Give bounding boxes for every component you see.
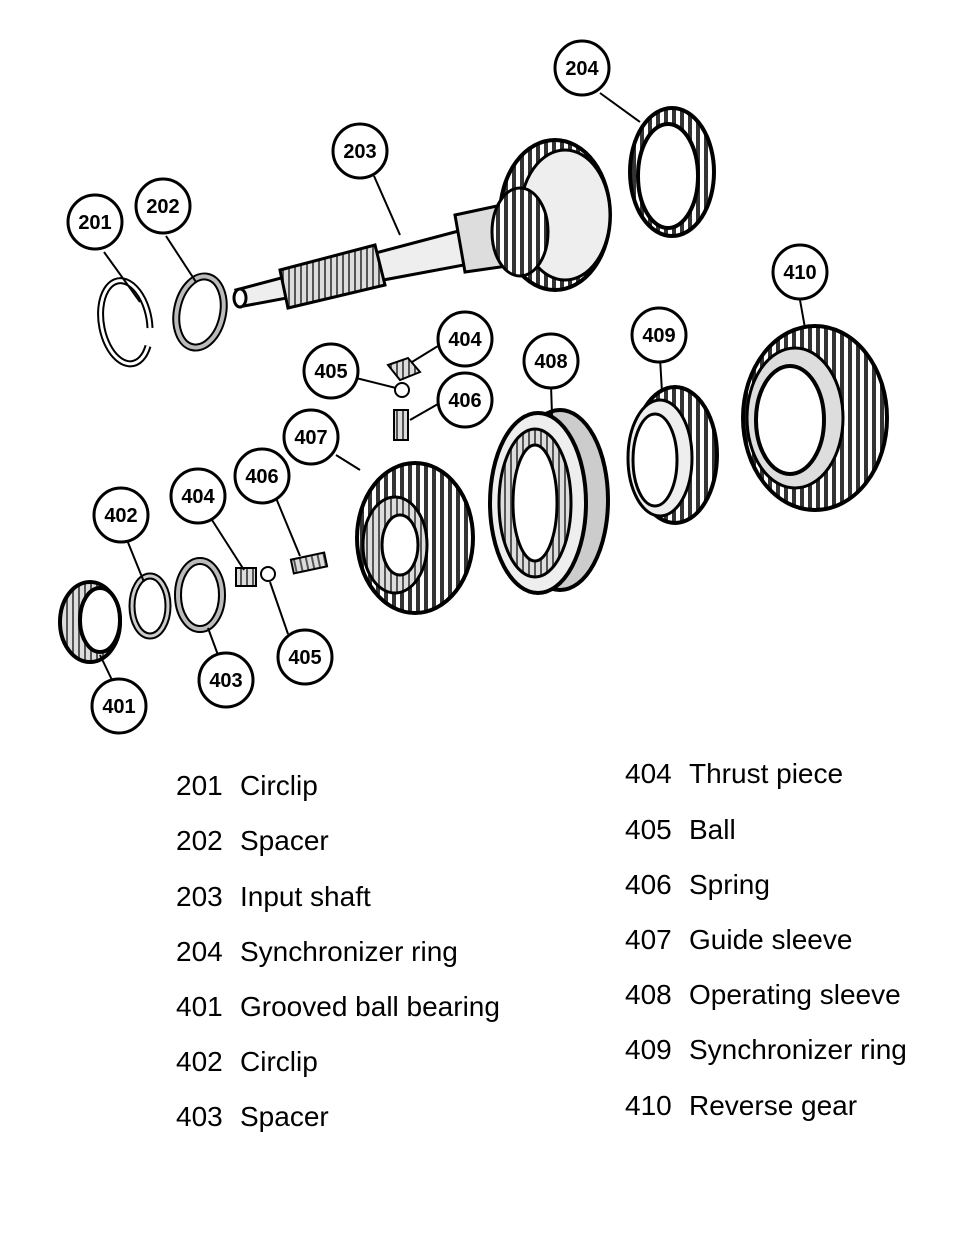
callout-201: 201 [66,193,124,251]
exploded-parts-diagram: 201 202 203 204 401 402 403 404 405 406 … [58,39,889,735]
svg-text:405: 405 [314,361,347,383]
callout-406-lower: 406 [233,447,291,505]
svg-text:202: 202 [146,196,179,218]
part-thrust-piece-404-upper [386,356,422,382]
part-guide-sleeve-407 [355,461,475,615]
part-spacer-403 [174,557,226,633]
part-synchronizer-ring-409 [626,385,719,525]
callout-401: 401 [90,677,148,735]
part-ball-405-upper [394,382,410,398]
part-circlip-402 [128,572,172,640]
callout-405-upper: 405 [302,342,360,400]
part-grooved-ball-bearing-401 [58,580,122,664]
callout-409: 409 [630,306,688,364]
svg-text:201: 201 [78,212,111,234]
callout-406-upper: 406 [436,371,494,429]
callout-405-lower: 405 [276,628,334,686]
svg-text:405: 405 [288,647,321,669]
part-synchronizer-ring-204 [628,106,716,238]
callout-404-upper: 404 [436,310,494,368]
svg-text:403: 403 [209,670,242,692]
leader-lines [99,92,806,681]
svg-text:401: 401 [102,696,135,718]
callout-410: 410 [771,243,829,301]
part-circlip-201 [97,277,154,368]
part-spacer-202 [172,272,228,352]
svg-text:410: 410 [783,262,816,284]
part-spring-406-lower [289,551,329,575]
svg-text:408: 408 [534,351,567,373]
callout-204: 204 [553,39,611,97]
callout-402: 402 [92,486,150,544]
part-thrust-piece-404-lower [235,567,257,587]
svg-text:203: 203 [343,141,376,163]
svg-text:404: 404 [448,329,482,351]
callout-203: 203 [331,122,389,180]
svg-text:406: 406 [245,466,278,488]
part-operating-sleeve-408 [488,408,610,595]
svg-text:406: 406 [448,390,481,412]
callout-202: 202 [134,177,192,235]
callout-404-lower: 404 [169,467,227,525]
svg-text:404: 404 [181,486,215,508]
part-input-shaft-203 [232,138,612,310]
svg-text:402: 402 [104,505,137,527]
callout-407: 407 [282,408,340,466]
callout-408: 408 [522,332,580,390]
callout-403: 403 [197,651,255,709]
svg-text:204: 204 [565,58,599,80]
svg-text:409: 409 [642,325,675,347]
svg-text:407: 407 [294,427,327,449]
part-reverse-gear-410 [741,324,889,512]
part-spring-406-upper [393,409,409,441]
part-ball-405-lower [260,566,276,582]
